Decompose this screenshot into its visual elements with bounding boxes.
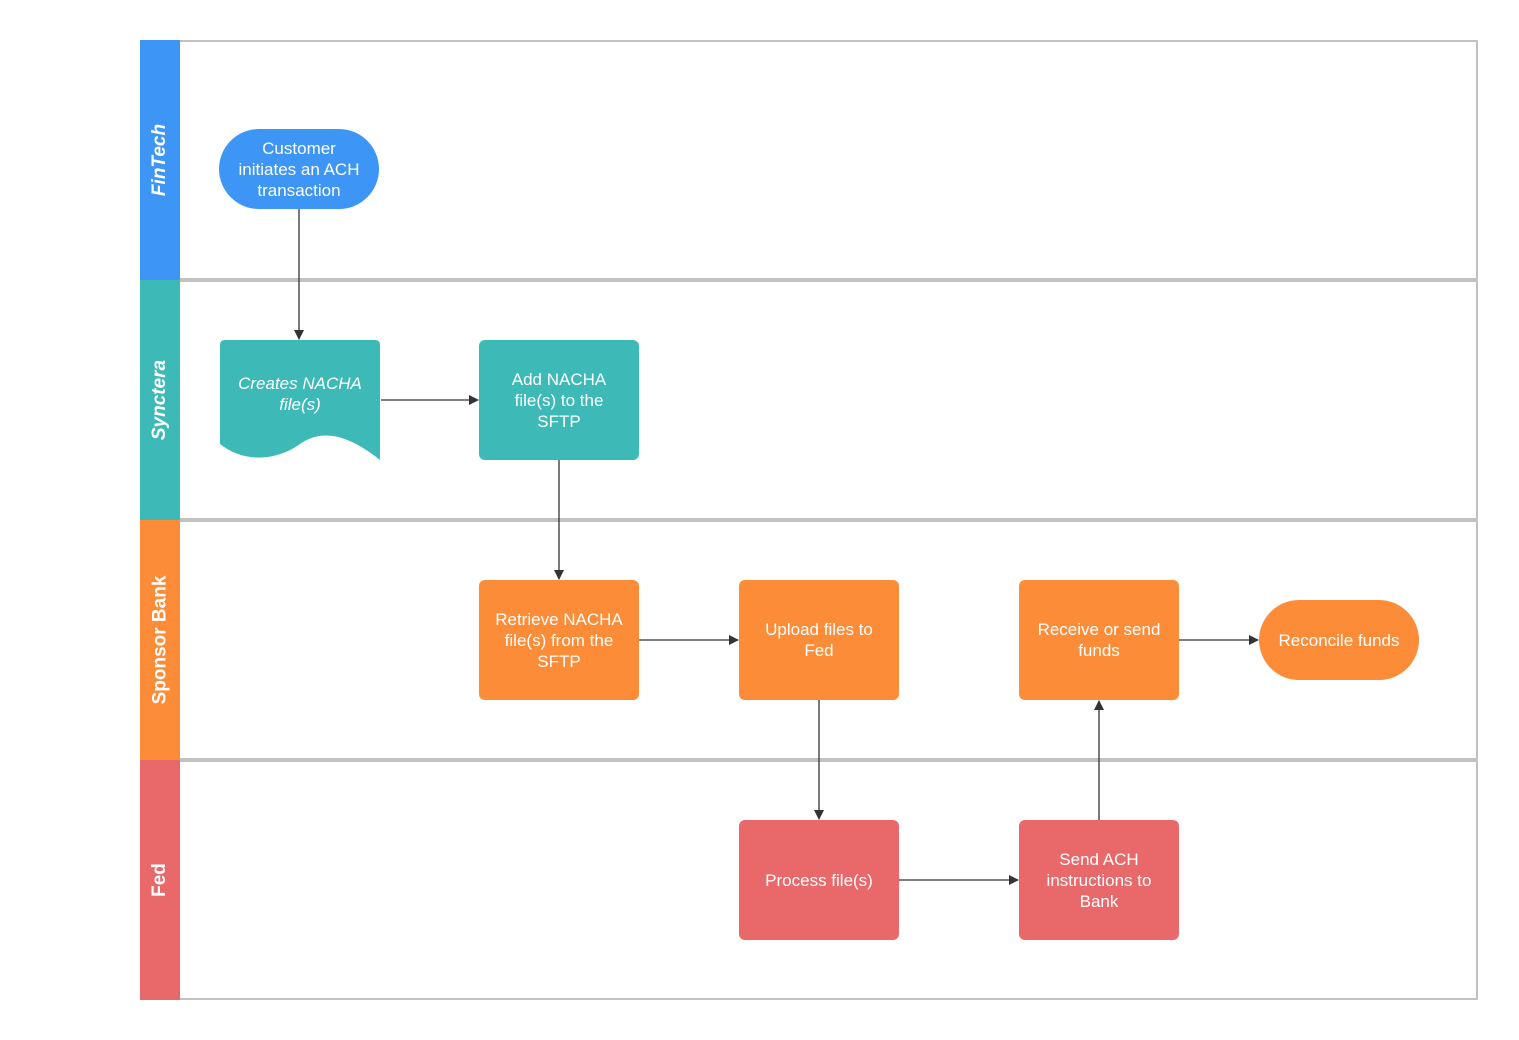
- node-label: Process file(s): [765, 870, 873, 890]
- node-label: Reconcile funds: [1278, 630, 1400, 650]
- node-process-files: Process file(s): [739, 820, 899, 940]
- node-label: Add NACHA file(s) to the SFTP: [511, 369, 607, 431]
- lane-label-text: Sponsor Bank: [149, 575, 170, 705]
- lane-label-synctera: Synctera: [140, 280, 180, 520]
- lane-label-text: Synctera: [149, 359, 170, 441]
- lane-label-sponsor-bank: Sponsor Bank: [140, 520, 180, 760]
- lane-label-fed: Fed: [140, 760, 180, 1000]
- node-creates-nacha: Creates NACHA file(s): [220, 340, 380, 460]
- node-upload-files: Upload files to Fed: [739, 580, 899, 700]
- node-label: Creates NACHA file(s): [238, 374, 362, 414]
- node-customer-initiates: Customer initiates an ACH transaction: [219, 129, 379, 209]
- node-receive-send: Receive or send funds: [1019, 580, 1179, 700]
- node-label: Upload files to Fed: [765, 620, 873, 660]
- node-label: Send ACH instructions to Bank: [1046, 849, 1152, 911]
- lane-label-text: Fed: [149, 863, 170, 897]
- node-add-nacha: Add NACHA file(s) to the SFTP: [479, 340, 639, 460]
- node-label: Retrieve NACHA file(s) from the SFTP: [495, 609, 623, 671]
- node-reconcile: Reconcile funds: [1259, 600, 1419, 680]
- document-shape: [220, 340, 380, 460]
- lane-label-fintech: FinTech: [140, 40, 180, 280]
- node-retrieve-nacha: Retrieve NACHA file(s) from the SFTP: [479, 580, 639, 700]
- node-label: Customer initiates an ACH transaction: [238, 138, 360, 200]
- node-send-ach: Send ACH instructions to Bank: [1019, 820, 1179, 940]
- lane-label-text: FinTech: [149, 123, 171, 197]
- node-label: Receive or send funds: [1037, 620, 1161, 660]
